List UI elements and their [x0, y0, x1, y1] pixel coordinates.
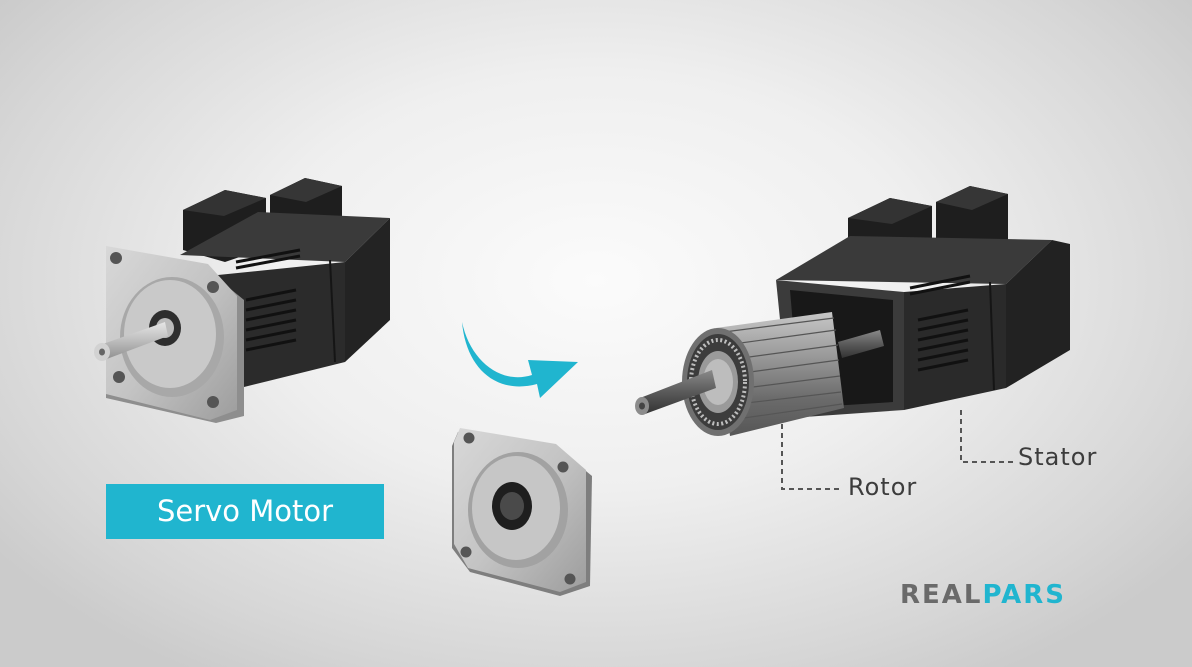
stator-label: Stator — [1018, 443, 1098, 471]
curved-arrow-icon — [462, 322, 578, 398]
logo-part-real: REAL — [900, 580, 983, 610]
realpars-logo: REALPARS — [900, 580, 1066, 610]
rotor-leader-line — [781, 424, 842, 490]
servo-motor-assembled — [94, 178, 390, 423]
rotor-label: Rotor — [848, 473, 918, 501]
motor-flange-plate — [452, 428, 592, 596]
stator-leader-line — [960, 410, 1014, 463]
servo-motor-exploded — [635, 186, 1070, 436]
servo-motor-label: Servo Motor — [106, 484, 384, 539]
logo-part-pars: PARS — [982, 580, 1067, 610]
